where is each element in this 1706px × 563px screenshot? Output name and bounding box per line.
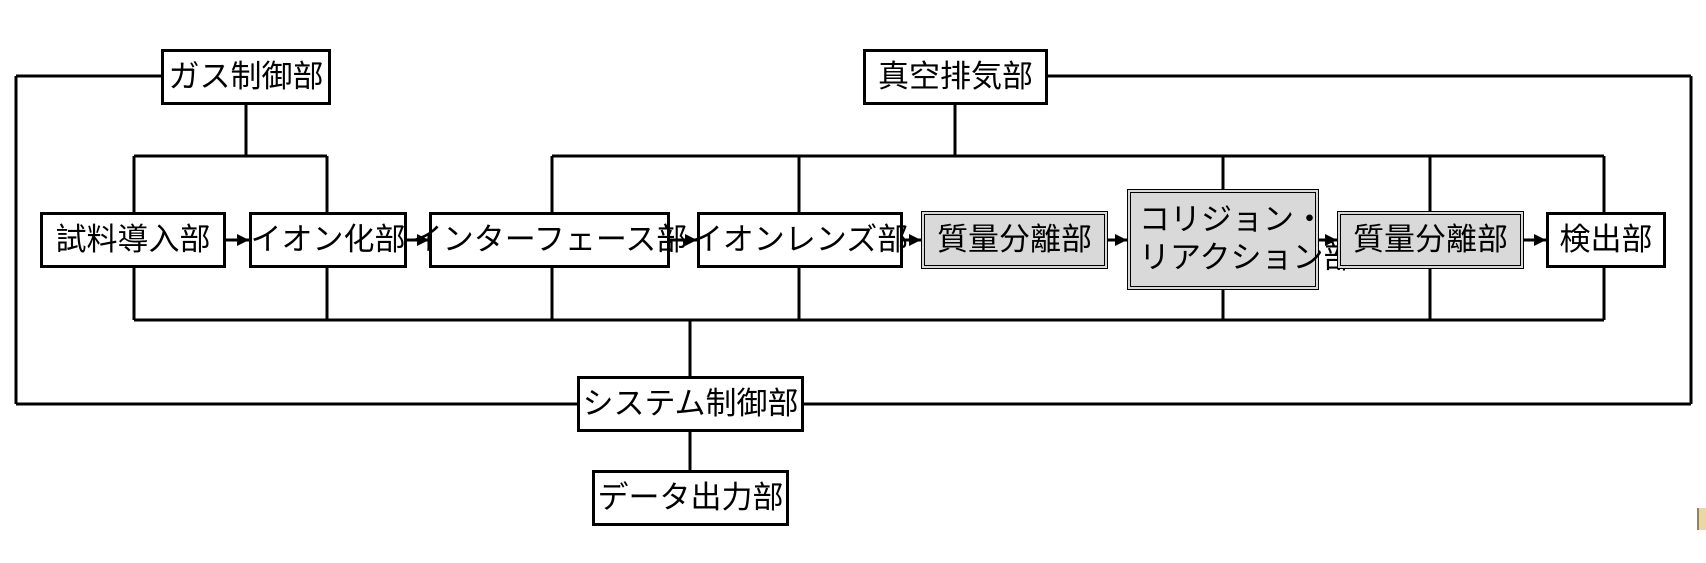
system-control-bus xyxy=(132,268,1606,470)
ionization-label: イオン化部 xyxy=(250,221,406,258)
vacuum-exhaust-label: 真空排気部 xyxy=(878,58,1033,95)
collision-reaction-label-line2: リアクション部 xyxy=(1139,239,1355,276)
gas-control-bus xyxy=(132,105,329,212)
collision-reaction-node: コリジョン・ リアクション部 xyxy=(1127,189,1354,290)
ion-lens-label: イオンレンズ部 xyxy=(691,221,909,258)
interface-node: インターフェース部 xyxy=(412,212,687,268)
system-control-node: システム制御部 xyxy=(577,376,804,432)
corner-icon xyxy=(1697,508,1706,530)
sample-introduction-node: 試料導入部 xyxy=(40,212,226,268)
ionization-node: イオン化部 xyxy=(249,212,407,268)
detector-label: 検出部 xyxy=(1559,221,1653,258)
collision-reaction-label-line1: コリジョン・ xyxy=(1139,201,1325,238)
gas-control-label: ガス制御部 xyxy=(168,58,324,95)
data-output-label: データ出力部 xyxy=(597,479,784,516)
interface-label: インターフェース部 xyxy=(411,221,688,258)
mass-separation-label-2: 質量分離部 xyxy=(1353,221,1508,258)
system-control-label: システム制御部 xyxy=(582,385,799,422)
vacuum-exhaust-node: 真空排気部 xyxy=(863,49,1048,105)
gas-control-node: ガス制御部 xyxy=(161,49,331,105)
sample-introduction-label: 試料導入部 xyxy=(55,221,211,258)
vacuum-exhaust-bus xyxy=(550,105,1606,212)
ion-lens-node: イオンレンズ部 xyxy=(692,212,908,268)
mass-separation-label-1: 質量分離部 xyxy=(937,221,1092,258)
data-output-node: データ出力部 xyxy=(592,470,789,526)
outer-control-loop xyxy=(14,74,1693,406)
mass-separation-node-1: 質量分離部 xyxy=(921,211,1108,269)
detector-node: 検出部 xyxy=(1546,212,1666,268)
mass-separation-node-2: 質量分離部 xyxy=(1337,211,1524,269)
